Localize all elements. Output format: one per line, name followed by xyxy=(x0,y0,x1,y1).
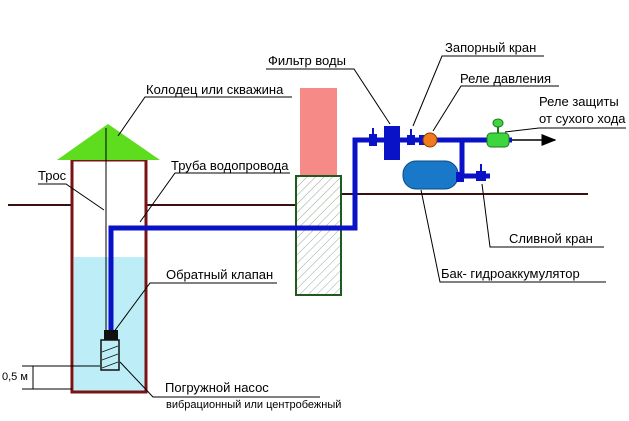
leader-lines xyxy=(38,55,626,398)
leader-well xyxy=(117,96,292,137)
leader-pressure xyxy=(432,85,559,132)
label-pipe: Труба водопровода xyxy=(171,158,289,173)
label-pump: Погружной насос xyxy=(165,380,269,395)
label-shutoff-valve: Запорный кран xyxy=(445,40,536,55)
label-accumulator: Бак- гидроаккумулятор xyxy=(441,266,580,281)
label-depth: 0,5 м xyxy=(2,371,28,383)
shutoff-valve xyxy=(407,135,415,145)
check-valve xyxy=(104,330,118,340)
label-well: Колодец или скважина xyxy=(146,82,284,97)
pressure-switch xyxy=(422,132,438,148)
house-chimney xyxy=(300,88,337,176)
label-water-filter: Фильтр воды xyxy=(268,53,346,68)
leader-dry-run xyxy=(504,127,626,133)
drain-valve xyxy=(476,171,486,181)
submersible-pump xyxy=(100,339,120,371)
pump-hatch-2 xyxy=(101,353,119,361)
label-dry-run-relay-line2: от сухого хода xyxy=(539,111,626,126)
leader-filter xyxy=(266,68,391,125)
fitting-small xyxy=(419,135,425,145)
pump-hatch-3 xyxy=(101,361,119,369)
label-check-valve: Обратный клапан xyxy=(166,267,273,282)
label-drain-valve: Сливной кран xyxy=(509,231,593,246)
well-roof xyxy=(57,124,160,160)
label-pump-type: вибрационный или центробежный xyxy=(166,399,341,411)
label-dry-run-relay-line1: Реле защиты xyxy=(539,94,619,109)
leader-drain xyxy=(481,183,604,248)
accumulator-tank xyxy=(402,160,459,190)
leader-pump xyxy=(119,361,320,398)
dry-run-relay xyxy=(486,132,510,148)
house-foundation xyxy=(295,175,342,296)
accumulator-fitting xyxy=(456,172,464,182)
leader-cable xyxy=(38,183,105,211)
leader-accumulator xyxy=(420,189,606,283)
leader-pipe xyxy=(139,172,290,223)
valve-left xyxy=(369,134,377,146)
label-cable: Трос xyxy=(38,168,67,183)
label-pressure-switch: Реле давления xyxy=(460,71,551,86)
leader-shutoff xyxy=(412,55,544,127)
water-filter xyxy=(384,126,400,160)
leader-check-valve xyxy=(112,282,277,334)
pump-hatch-1 xyxy=(101,345,119,353)
dry-run-relay-gauge xyxy=(492,118,504,128)
